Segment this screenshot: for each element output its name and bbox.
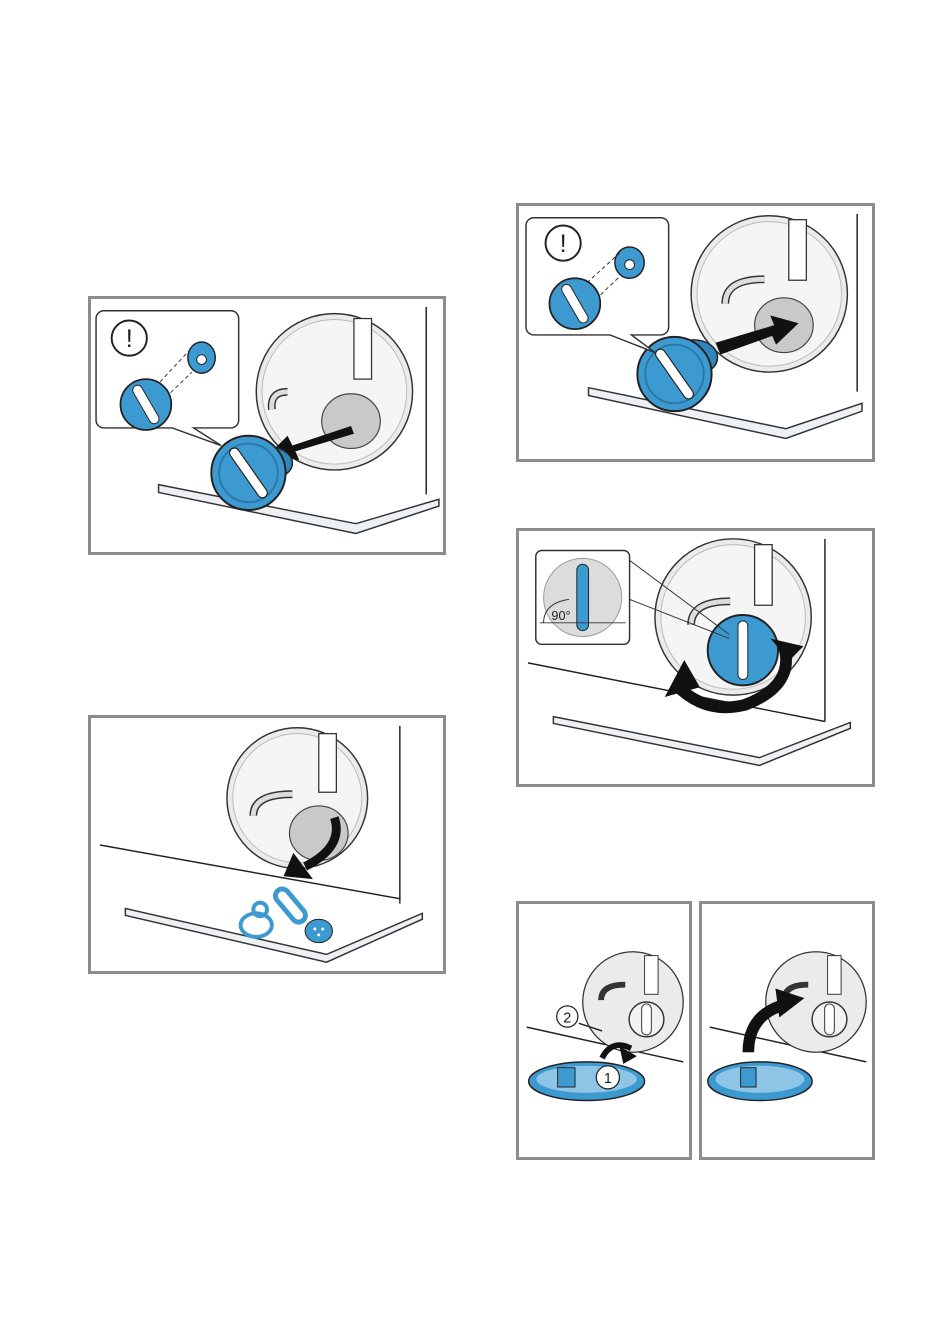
figure-turn-filter: 90° bbox=[516, 528, 875, 787]
figure-close-flap-step2 bbox=[699, 901, 875, 1160]
insert-filter-illustration: ! bbox=[519, 206, 872, 459]
warning-symbol: ! bbox=[560, 230, 567, 258]
figure-remove-filter: ! bbox=[88, 296, 446, 555]
angle-label: 90° bbox=[551, 609, 570, 623]
close-flap-step1-illustration: 2 1 bbox=[519, 904, 689, 1157]
warning-symbol: ! bbox=[126, 325, 133, 353]
turn-filter-illustration: 90° bbox=[519, 531, 872, 784]
clean-housing-illustration bbox=[91, 718, 443, 971]
figure-insert-filter: ! bbox=[516, 203, 875, 462]
close-flap-step2-illustration bbox=[702, 904, 872, 1157]
figure-clean-housing bbox=[88, 715, 446, 974]
step-number: 1 bbox=[604, 1071, 612, 1087]
step-number: 2 bbox=[563, 1010, 571, 1026]
figure-close-flap-step1: 2 1 bbox=[516, 901, 692, 1160]
remove-filter-illustration: ! bbox=[91, 299, 443, 552]
